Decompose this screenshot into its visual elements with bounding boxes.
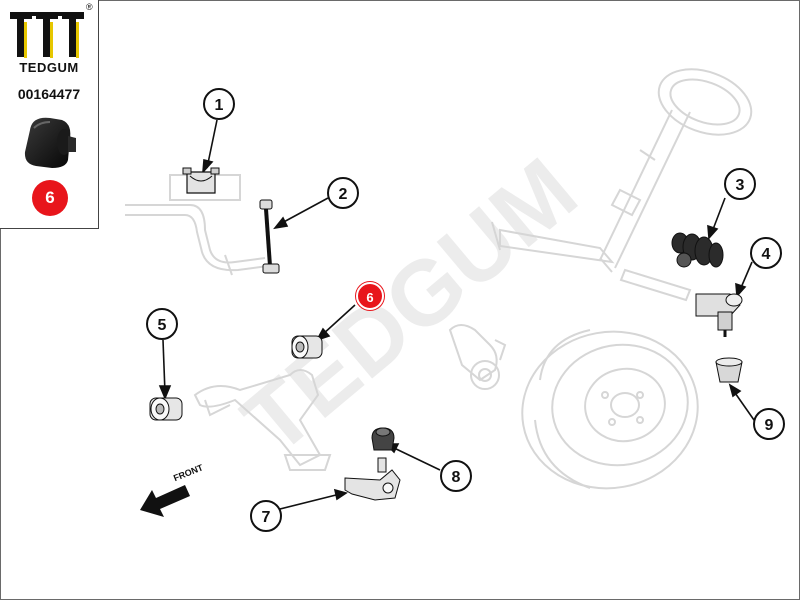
highlighted-part-badge: 6: [32, 180, 68, 216]
tedgum-logo-icon: [10, 12, 84, 58]
bushing-photo-icon: [24, 117, 76, 168]
brand-name: TEDGUM: [19, 60, 79, 75]
callout-9[interactable]: 9: [753, 408, 785, 440]
callout-3[interactable]: 3: [724, 168, 756, 200]
callout-6[interactable]: 6: [356, 282, 384, 310]
part-tie-rod-end: [695, 293, 743, 337]
part-number: 00164477: [17, 86, 81, 102]
ghost-steering: [491, 68, 753, 302]
front-arrow-icon: [140, 485, 190, 517]
part-stabilizer-bushing: [182, 167, 220, 194]
part-ball-joint-boot: [371, 427, 395, 451]
ghost-knuckle: [448, 324, 507, 390]
leader-lines: [158, 119, 755, 516]
callout-1[interactable]: 1: [203, 88, 235, 120]
ghost-stabilizer-bar: [125, 174, 269, 276]
info-panel: ® TEDGUM 00164477 6: [0, 0, 99, 229]
registered-mark: ®: [86, 2, 93, 12]
part-tie-rod-boot: [715, 357, 743, 383]
part-control-arm-bushing: [149, 397, 183, 421]
ghost-wheel: [521, 329, 699, 490]
part-stabilizer-link: [259, 199, 280, 274]
watermark-text: TEDGUM: [225, 139, 596, 473]
callout-4[interactable]: 4: [750, 237, 782, 269]
part-ball-joint-bracket: [344, 457, 401, 501]
callout-5[interactable]: 5: [146, 308, 178, 340]
ghost-control-arm: [193, 369, 332, 471]
callout-8[interactable]: 8: [440, 460, 472, 492]
callout-2[interactable]: 2: [327, 177, 359, 209]
callout-7[interactable]: 7: [250, 500, 282, 532]
part-bump-stop-bellows: [671, 232, 724, 268]
part-bushing-highlighted: [291, 335, 323, 359]
